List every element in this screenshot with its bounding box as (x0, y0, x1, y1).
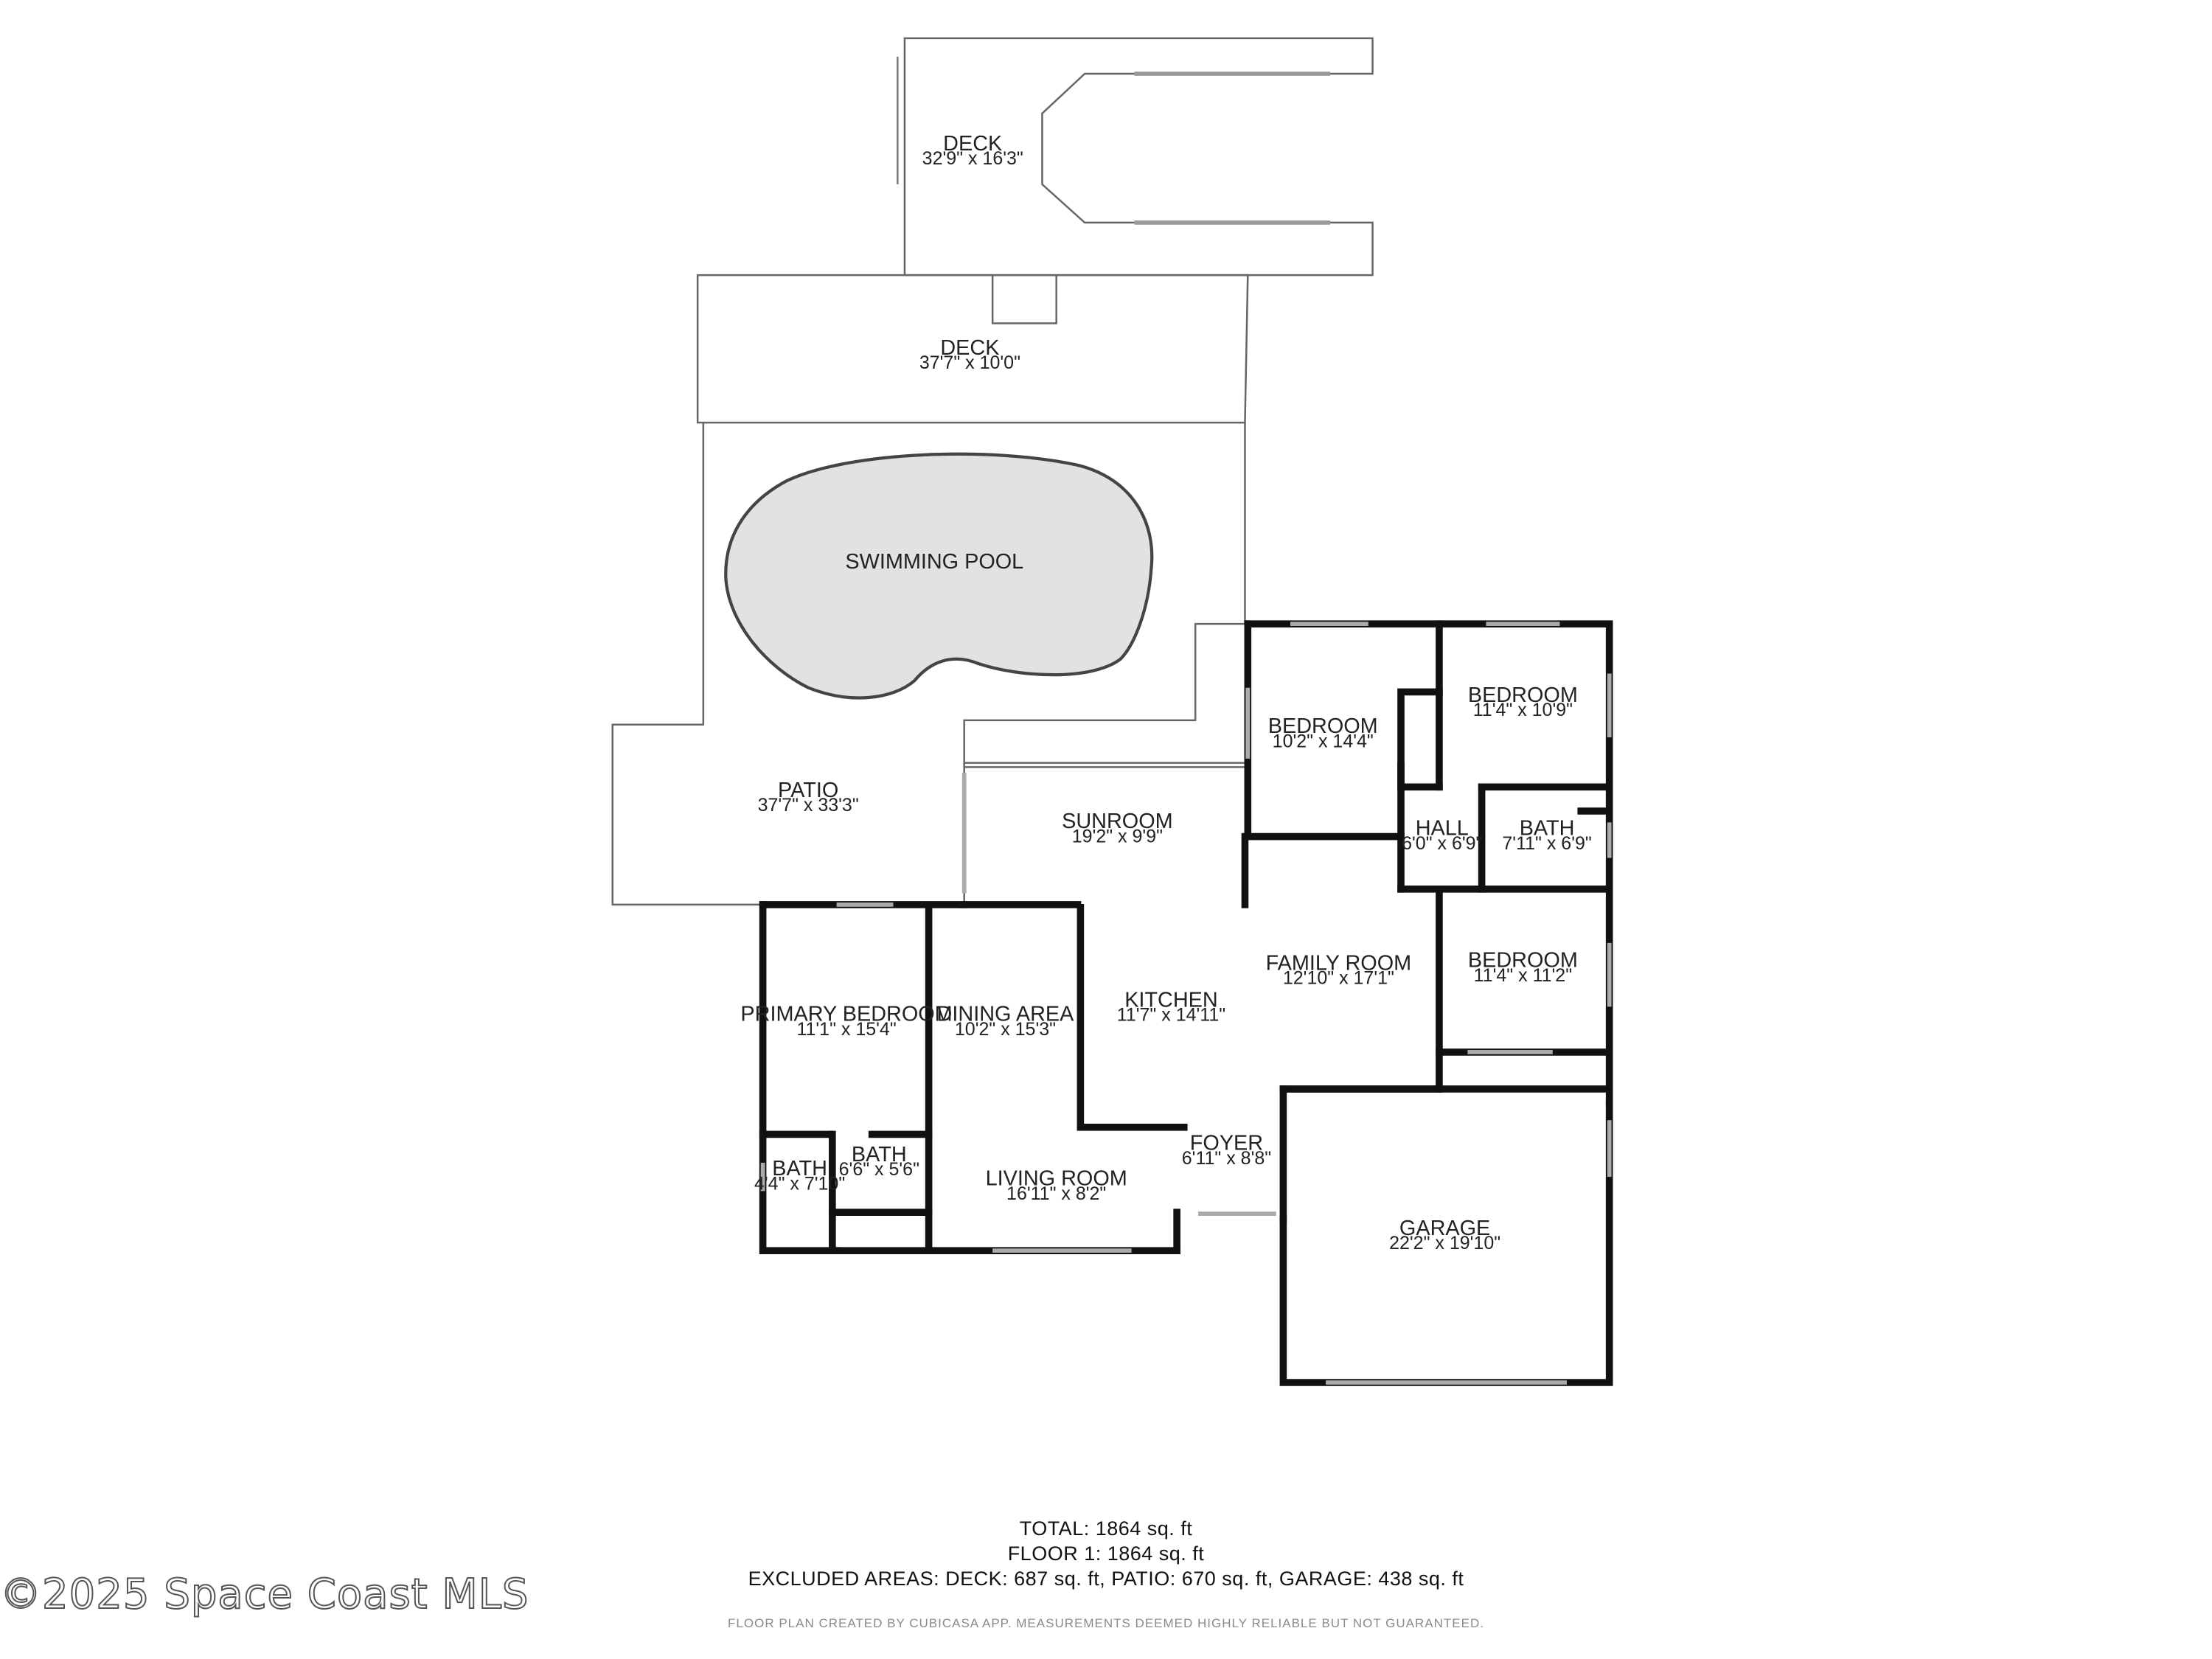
kitchen-dims: 11'7" x 14'11" (1117, 1005, 1225, 1026)
room-labels: DECK 32'9" x 16'3" DECK 37'7" x 10'0" SW… (740, 132, 1591, 1253)
living-room-dims: 16'11" x 8'2" (1006, 1183, 1106, 1204)
patio-dims: 37'7" x 33'3" (758, 795, 859, 815)
watermark: ©2025 Space Coast MLS (0, 1570, 529, 1619)
hall-name: HALL (1416, 817, 1469, 841)
foyer-name: FOYER (1190, 1132, 1263, 1155)
foyer-dims: 6'11" x 8'8" (1182, 1148, 1271, 1169)
sunroom-name: SUNROOM (1062, 810, 1173, 833)
bath-2-dims: 4'4" x 7'10" (754, 1173, 845, 1194)
kitchen-name: KITCHEN (1124, 988, 1218, 1012)
bath-1-name: BATH (1520, 817, 1575, 841)
primary-bedroom-name: PRIMARY BEDROOM (740, 1003, 952, 1026)
patio-outline (611, 422, 1246, 906)
exterior-outlines (611, 37, 1374, 906)
swimming-pool (724, 452, 1154, 700)
bedroom-2-name: BEDROOM (1468, 684, 1578, 707)
bedroom-3-dims: 11'4" x 11'2" (1474, 965, 1572, 986)
pool-name: SWIMMING POOL (845, 550, 1023, 574)
garage-name: GARAGE (1399, 1217, 1490, 1240)
bath-1-dims: 7'11" x 6'9" (1502, 833, 1591, 854)
bedroom-1-dims: 10'2" x 14'4" (1273, 731, 1374, 751)
sunroom-dims: 19'2" x 9'9" (1072, 826, 1163, 846)
bath-3-dims: 6'6" x 5'6" (839, 1159, 919, 1180)
window-markers (760, 622, 1612, 1385)
dining-area-name: DINING AREA (937, 1003, 1075, 1026)
dining-area-dims: 10'2" x 15'3" (955, 1019, 1056, 1040)
bath-2-name: BATH (772, 1157, 827, 1180)
lower-deck-name: DECK (940, 336, 999, 360)
disclaimer: FLOOR PLAN CREATED BY CUBICASA APP. MEAS… (728, 1616, 1484, 1630)
bedroom-1-name: BEDROOM (1268, 714, 1378, 738)
upper-deck-name: DECK (943, 132, 1002, 156)
floor-area: FLOOR 1: 1864 sq. ft (1007, 1543, 1205, 1565)
bedroom-3-name: BEDROOM (1468, 949, 1578, 973)
bath-3-name: BATH (852, 1143, 907, 1166)
bedroom-2-dims: 11'4" x 10'9" (1473, 700, 1573, 720)
garage-dims: 22'2" x 19'10" (1389, 1233, 1500, 1253)
hall-dims: 6'0" x 6'9" (1402, 833, 1482, 854)
upper-deck-dims: 32'9" x 16'3" (922, 148, 1023, 169)
lower-deck-dims: 37'7" x 10'0" (919, 352, 1020, 373)
family-room-name: FAMILY ROOM (1266, 951, 1412, 975)
total-area: TOTAL: 1864 sq. ft (1019, 1517, 1193, 1540)
living-room-name: LIVING ROOM (986, 1167, 1127, 1191)
patio-name: PATIO (778, 779, 838, 802)
excluded-areas: EXCLUDED AREAS: DECK: 687 sq. ft, PATIO:… (748, 1568, 1464, 1590)
primary-bedroom-dims: 11'1" x 15'4" (796, 1019, 896, 1040)
family-room-dims: 12'10" x 17'1" (1283, 968, 1394, 989)
